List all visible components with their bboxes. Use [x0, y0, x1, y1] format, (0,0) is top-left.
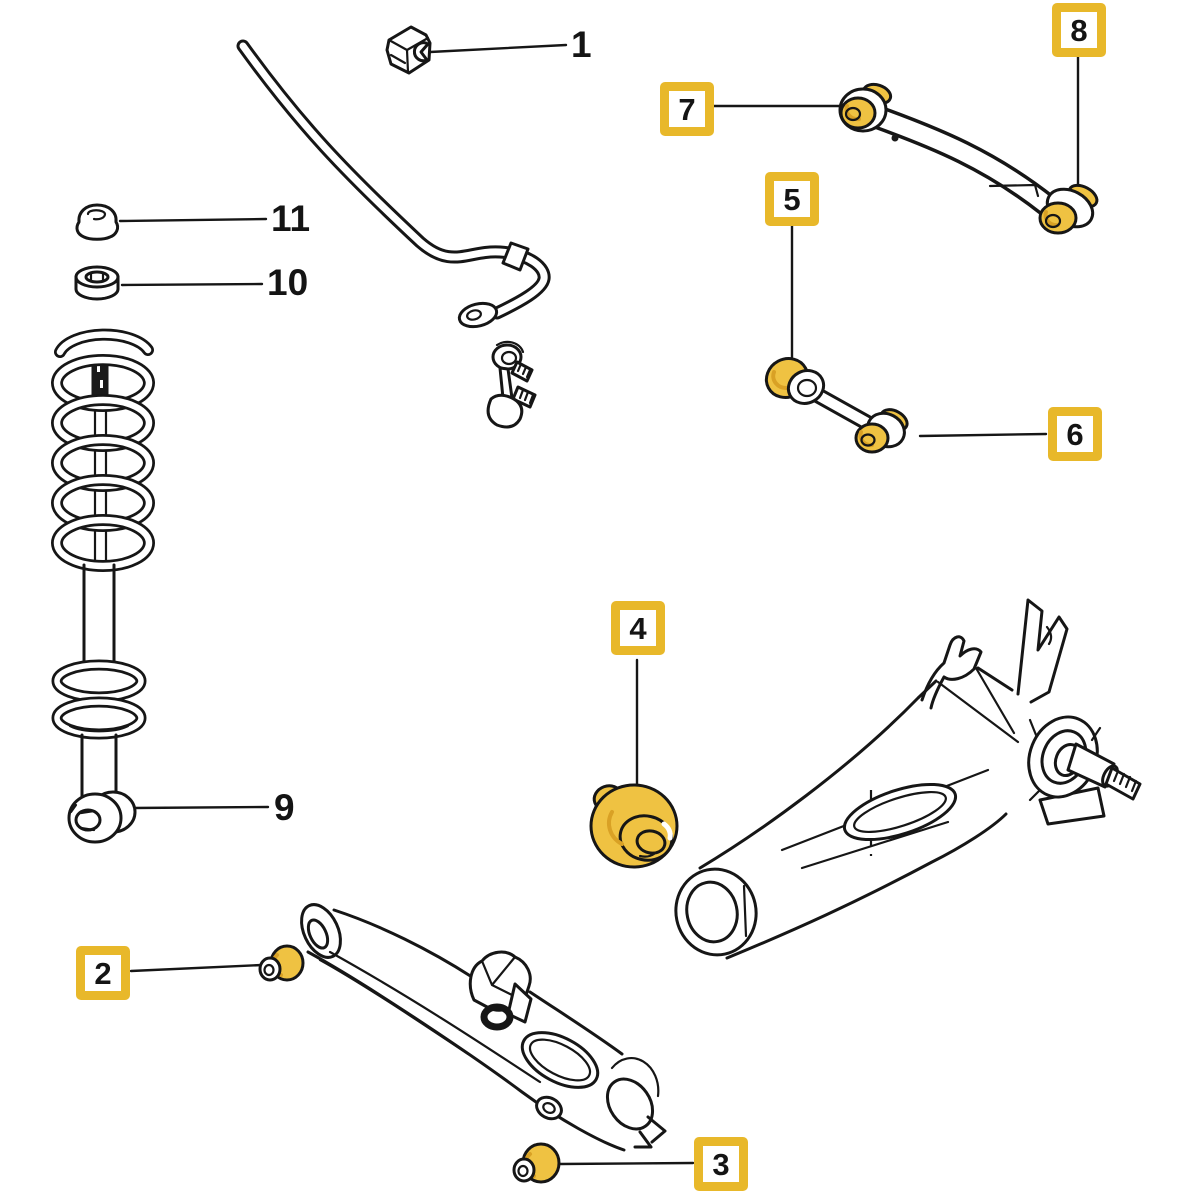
callout-box-8: 8 [1052, 3, 1106, 57]
lower-arm-front-bushing-icon [258, 944, 305, 982]
callout-box-6: 6 [1048, 407, 1102, 461]
callout-label-1: 1 [571, 24, 592, 65]
callout-box-7: 7 [660, 82, 714, 136]
lateral-rod-inner-bushing-icon [764, 357, 826, 405]
stabilizer-end-link-icon [486, 340, 537, 429]
upper-arm-inner-bushing-icon [838, 82, 893, 133]
upper-arm [838, 82, 1099, 235]
stabilizer-bar-collar [501, 241, 530, 272]
leader-lines [118, 43, 1080, 1166]
coil-spring-icon [51, 328, 155, 572]
stabilizer-bar-bushing-icon [385, 25, 432, 75]
callout-box-2: 2 [76, 946, 130, 1000]
stabilizer-bar [236, 39, 551, 329]
shock-mount-cap-nut-icon [75, 203, 120, 241]
callout-box-5: 5 [765, 172, 819, 226]
callout-box-4: 4 [611, 601, 665, 655]
upper-arm-outer-bushing-icon [1038, 183, 1099, 235]
callout-box-3: 3 [694, 1137, 748, 1191]
shock-mount-bushing-icon [74, 265, 120, 301]
callout-label-11: 11 [271, 198, 311, 239]
callout-label-10: 10 [267, 262, 309, 303]
lateral-rod-outer-bushing-icon [854, 408, 909, 454]
lower-arm-outer-bushing-icon [512, 1142, 561, 1184]
trailing-arm-front-bushing-icon [589, 783, 679, 869]
lower-control-arm [300, 903, 667, 1152]
trailing-arm [674, 598, 1142, 960]
callout-label-9: 9 [274, 787, 295, 828]
lateral-rod [764, 357, 909, 454]
shock-absorber-assembly-icon [51, 328, 155, 844]
